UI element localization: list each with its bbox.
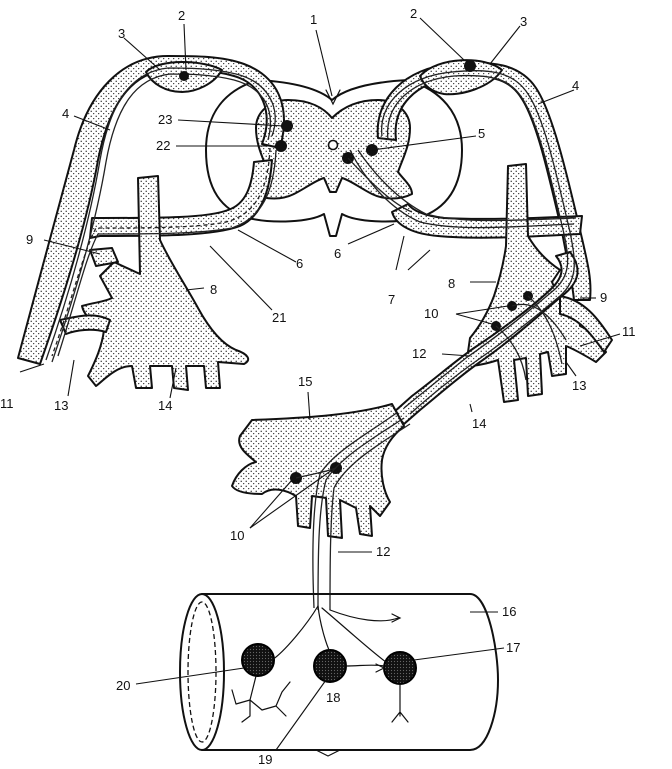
central-canal (327, 139, 339, 151)
label-14-right: 14 (472, 416, 486, 431)
label-4-right: 4 (572, 78, 579, 93)
left-paravertebral-ganglion (81, 175, 250, 391)
label-3-left: 3 (118, 26, 125, 41)
label-20: 20 (116, 678, 130, 693)
intramural-neuron-17 (383, 651, 417, 685)
right-sensory-neuron (464, 60, 476, 72)
label-10-right: 10 (424, 306, 438, 321)
label-6-left: 6 (296, 256, 303, 271)
labels: 1 2 3 4 23 22 9 6 8 21 11 13 14 2 3 4 5 … (0, 6, 636, 767)
label-1: 1 (310, 12, 317, 27)
neuron-22 (275, 140, 287, 152)
label-12-right: 12 (412, 346, 426, 361)
label-5: 5 (478, 126, 485, 141)
label-11-left: 11 (0, 396, 14, 411)
left-sensory-neuron (179, 71, 189, 81)
label-12-bottom: 12 (376, 544, 390, 559)
label-15: 15 (298, 374, 312, 389)
neuron-23 (281, 120, 293, 132)
label-22: 22 (156, 138, 170, 153)
leader-lines (19, 17, 621, 751)
label-6-right: 6 (334, 246, 341, 261)
label-9-left: 9 (26, 232, 33, 247)
label-2-right: 2 (410, 6, 417, 21)
prevertebral-ganglion (231, 403, 405, 539)
right-spinal-ganglion (419, 59, 503, 96)
label-14-left: 14 (158, 398, 172, 413)
label-23: 23 (158, 112, 172, 127)
label-3-right: 3 (520, 14, 527, 29)
intramural-neuron-18 (313, 649, 347, 683)
label-18: 18 (326, 690, 340, 705)
label-11-right: 11 (622, 324, 636, 339)
label-10-bottom: 10 (230, 528, 244, 543)
intramural-neuron-20 (241, 643, 275, 677)
label-9-right: 9 (600, 290, 607, 305)
label-7: 7 (388, 292, 395, 307)
label-13-right: 13 (572, 378, 586, 393)
label-2-left: 2 (178, 8, 185, 23)
left-ventral-root (89, 159, 273, 239)
label-17: 17 (506, 640, 520, 655)
label-16: 16 (502, 604, 516, 619)
label-4-left: 4 (62, 106, 69, 121)
paravertebral-cell-1 (507, 301, 517, 311)
label-19: 19 (258, 752, 272, 767)
label-8-left: 8 (210, 282, 217, 297)
label-13-left: 13 (54, 398, 68, 413)
label-8-right: 8 (448, 276, 455, 291)
label-21: 21 (272, 310, 286, 325)
